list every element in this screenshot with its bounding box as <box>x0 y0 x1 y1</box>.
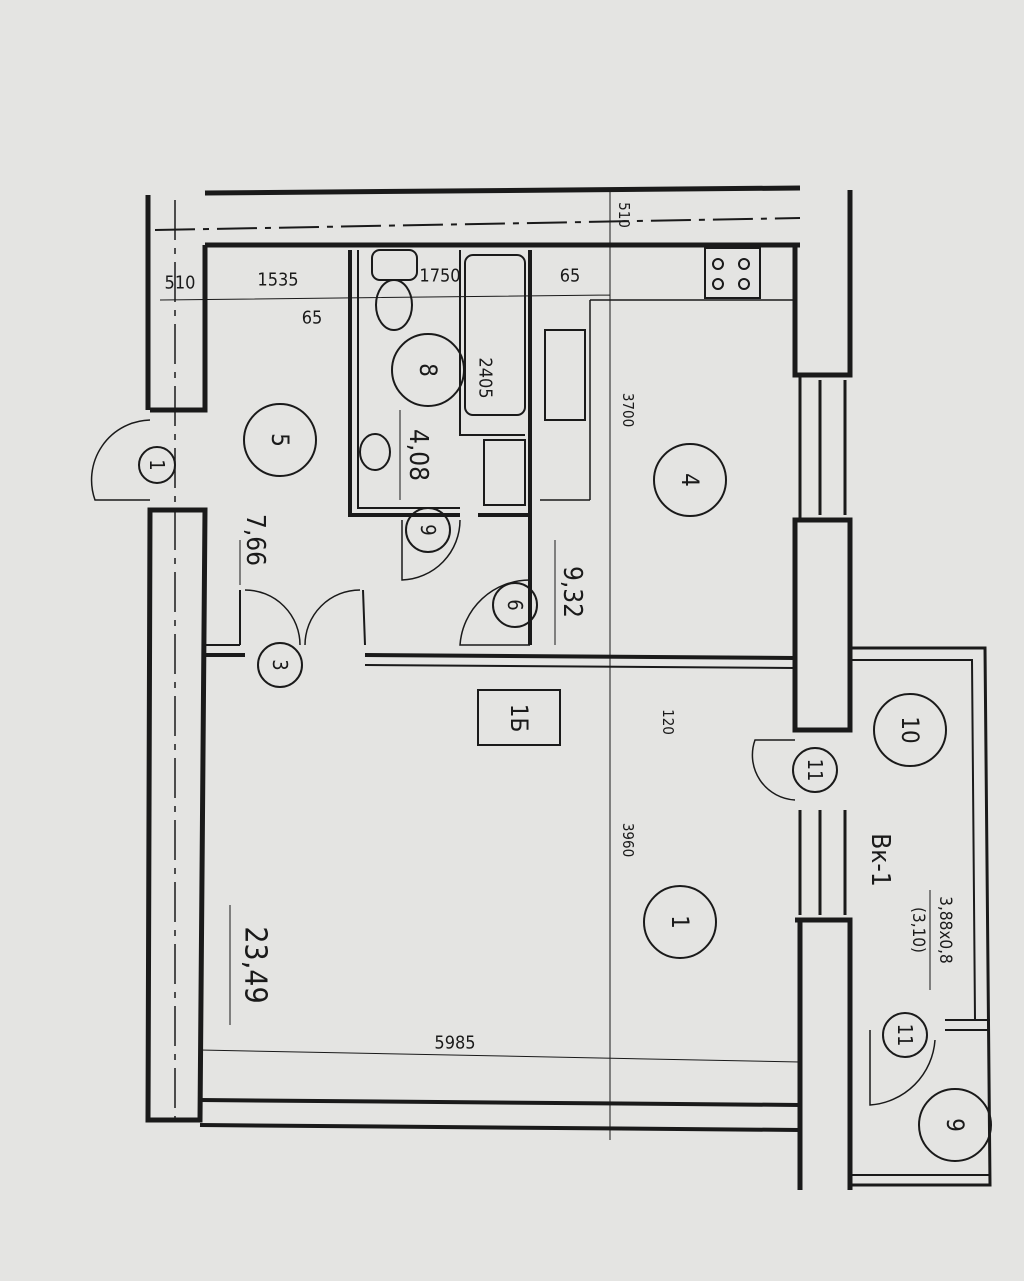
room-number-loggia: 10 <box>896 716 924 743</box>
room-number-room-door: 3 <box>268 659 292 670</box>
dim-partition-right: 65 <box>560 266 581 287</box>
dim-wall-top: 510 <box>615 202 633 228</box>
dim-partition-left: 65 <box>302 308 323 329</box>
room-number-loggia-door-bottom: 11 <box>893 1024 917 1047</box>
dim-bathroom-width: 1750 <box>419 266 460 287</box>
room-number-bath-door: 9 <box>416 524 440 535</box>
loggia-label: Вк-1 <box>865 833 895 887</box>
dim-kitchen-length: 3700 <box>619 393 637 427</box>
room-number-loggia-door-top: 11 <box>803 759 827 782</box>
room-number-hall: 5 <box>266 433 294 447</box>
dim-bathroom-length: 2405 <box>475 357 496 398</box>
room-number-kitchen-door: 6 <box>503 599 527 610</box>
walls <box>90 185 992 1190</box>
room-number-entrance-door: 1 <box>145 459 169 470</box>
area-living-room: 23,49 <box>238 926 273 1003</box>
dim-hall-width: 1535 <box>257 270 298 291</box>
room-number-loggia-room-door: 9 <box>941 1118 969 1132</box>
dim-wall-left: 510 <box>165 273 196 294</box>
room-number-kitchen: 4 <box>676 473 704 487</box>
dim-room-width: 5985 <box>434 1033 475 1054</box>
room-number-living-room: 1 <box>666 915 694 929</box>
apartment-type-label: 1Б <box>505 704 533 733</box>
room-number-circles <box>138 333 992 1162</box>
area-hall: 7,66 <box>240 514 270 566</box>
loggia-size: 3,88x0,8 <box>935 896 955 963</box>
dim-room-length: 3960 <box>619 823 637 857</box>
room-number-bathroom: 8 <box>414 363 442 377</box>
loggia-area: (3,10) <box>908 907 928 953</box>
area-bathroom: 4,08 <box>403 429 433 481</box>
dim-partition-mid: 120 <box>659 709 677 735</box>
area-kitchen: 9,32 <box>557 566 587 618</box>
